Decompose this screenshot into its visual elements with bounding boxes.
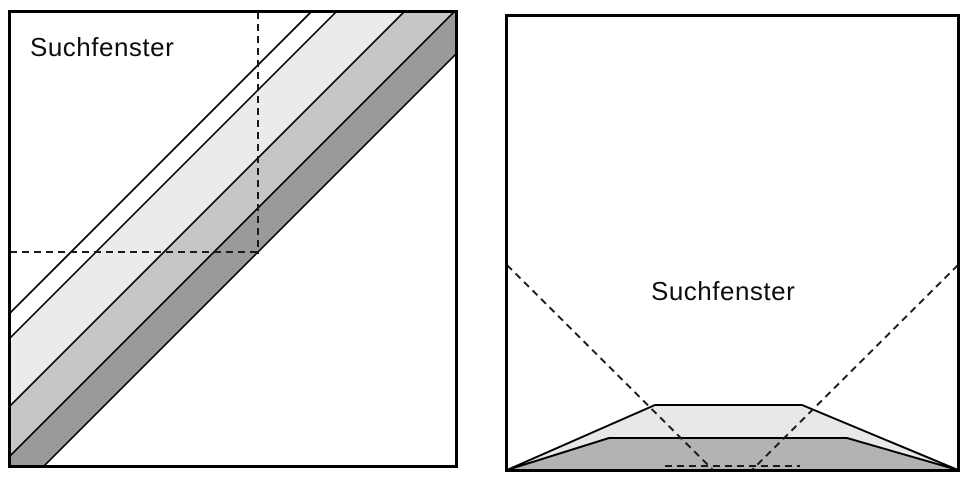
funnel-dashed-left	[508, 264, 714, 469]
panel-background	[505, 14, 960, 472]
search-window-label-right: Suchfenster	[651, 276, 796, 306]
diagonal-band-panel: Suchfenster	[8, 10, 458, 468]
funnel-diagram	[505, 14, 960, 472]
panel-border	[8, 10, 458, 468]
search-window-label-left: Suchfenster	[30, 32, 175, 62]
diagonal-band-dark	[11, 13, 455, 465]
panel-border	[505, 14, 960, 472]
funnel-dashed-right	[751, 264, 957, 469]
trapezoid-window-dark	[508, 437, 957, 469]
funnel-panel: Suchfenster	[505, 14, 960, 472]
diagonal-band-diagram	[8, 10, 458, 468]
outer-window-boundary-line	[11, 13, 312, 314]
